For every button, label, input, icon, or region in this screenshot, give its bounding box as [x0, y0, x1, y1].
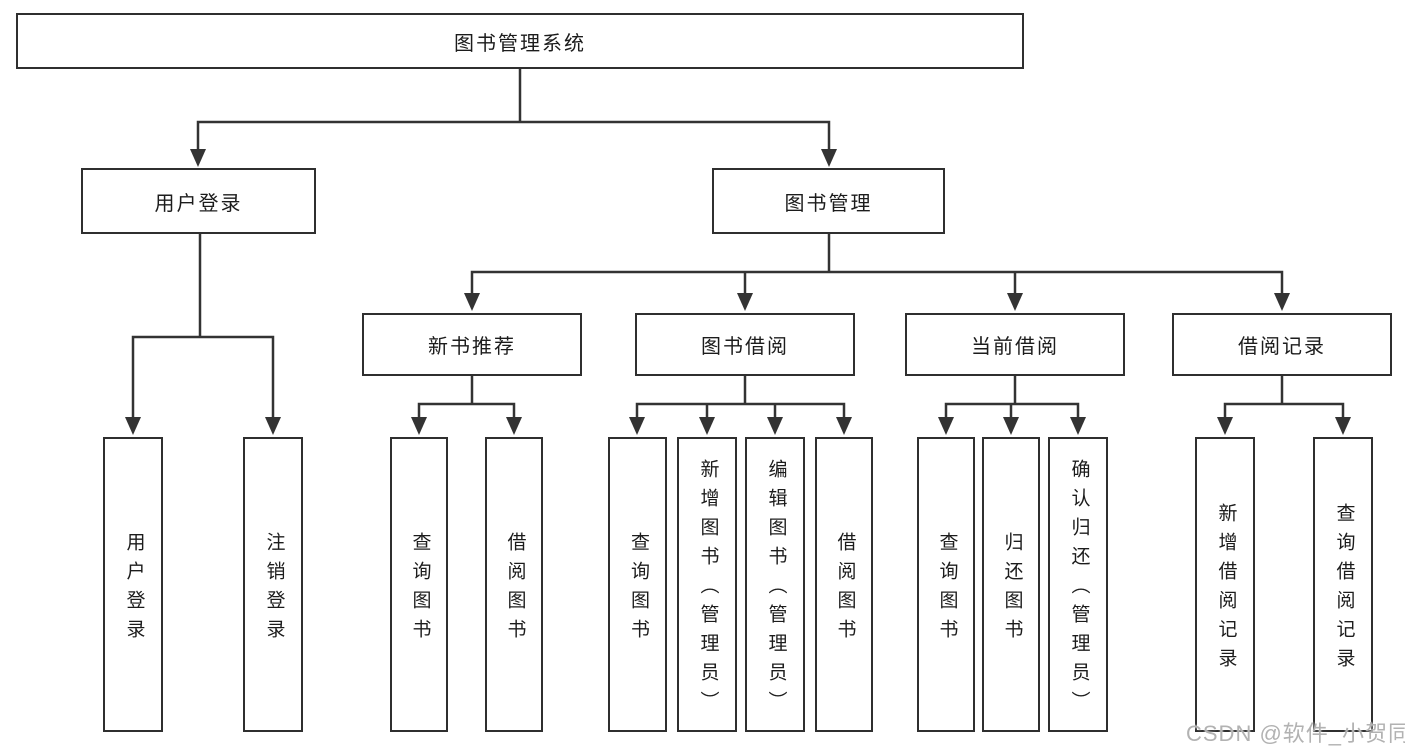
node-new-book-recommendation: 新书推荐 [362, 313, 582, 376]
node-book-borrowing: 图书借阅 [635, 313, 855, 376]
leaf-edit-book-admin: 编辑图书（管理员） [745, 437, 805, 732]
leaf-query-borrow-record: 查询借阅记录 [1313, 437, 1373, 732]
node-label: 用户登录 [154, 192, 243, 215]
node-label: 当前借阅 [971, 336, 1059, 358]
leaf-borrow-books: 借阅图书 [815, 437, 873, 732]
leaf-confirm-return-admin: 确认归还（管理员） [1048, 437, 1108, 732]
node-label: 借阅记录 [1238, 336, 1326, 358]
edges-new-book [417, 374, 516, 421]
node-root: 图书管理系统 [16, 13, 1024, 69]
leaf-borrow-books-recommend: 借阅图书 [485, 437, 543, 732]
leaf-user-login: 用户登录 [103, 437, 163, 732]
arrowheads [125, 149, 1351, 435]
node-label: 查询借阅记录 [1333, 502, 1355, 677]
node-label: 新增借阅记录 [1215, 502, 1237, 677]
node-book-management: 图书管理 [712, 168, 945, 234]
node-label: 借阅图书 [834, 531, 856, 648]
leaf-query-books-current: 查询图书 [917, 437, 975, 732]
leaf-query-books-recommend: 查询图书 [390, 437, 448, 732]
leaf-logout: 注销登录 [243, 437, 303, 732]
leaf-add-book-admin: 新增图书（管理员） [677, 437, 737, 732]
node-label: 注销登录 [263, 531, 285, 648]
edges-root [196, 67, 831, 153]
node-label: 确认归还（管理员） [1068, 459, 1090, 720]
node-current-borrowing: 当前借阅 [905, 313, 1125, 376]
node-label: 用户登录 [123, 531, 145, 648]
edges-book-borrow [635, 374, 846, 421]
node-label: 图书管理系统 [454, 32, 586, 55]
node-borrowing-records: 借阅记录 [1172, 313, 1392, 376]
node-label: 新增图书（管理员） [697, 459, 719, 720]
edges-borrow-records [1223, 374, 1345, 421]
node-user-login: 用户登录 [81, 168, 316, 234]
edges-current-borrow [944, 374, 1080, 421]
node-label: 借阅图书 [504, 531, 526, 648]
node-label: 查询图书 [936, 531, 958, 648]
edges-book-management [470, 232, 1284, 297]
node-label: 归还图书 [1001, 531, 1023, 648]
node-label: 图书管理 [784, 192, 873, 215]
node-label: 编辑图书（管理员） [765, 459, 787, 720]
node-label: 图书借阅 [701, 336, 789, 358]
edges-user-login [131, 232, 275, 421]
leaf-query-books-borrow: 查询图书 [608, 437, 667, 732]
leaf-return-books: 归还图书 [982, 437, 1040, 732]
node-label: 查询图书 [409, 531, 431, 648]
node-label: 查询图书 [627, 531, 649, 648]
node-label: 新书推荐 [428, 336, 516, 358]
watermark: CSDN @软件_小贺同学 [1186, 721, 1405, 746]
leaf-add-borrow-record: 新增借阅记录 [1195, 437, 1255, 732]
